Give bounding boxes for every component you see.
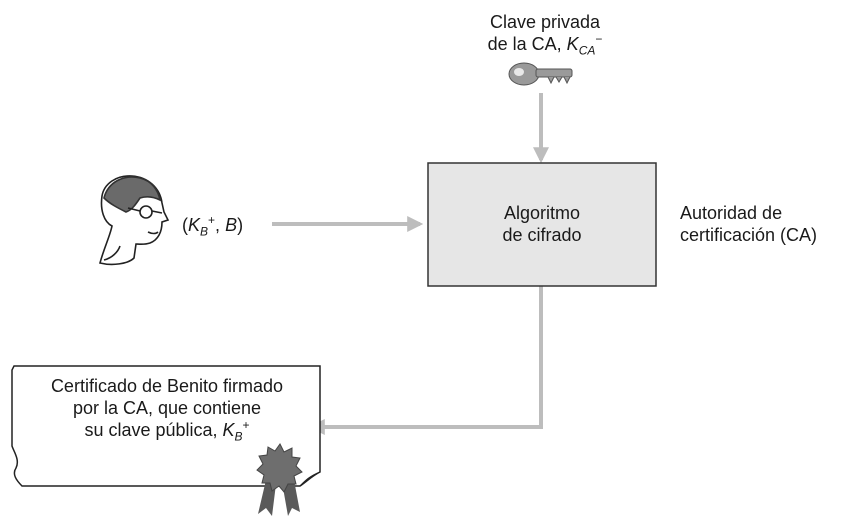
input-label: (KB+, B) [182, 213, 244, 239]
private-key-line2: de la CA, KCA− [470, 32, 620, 58]
private-key-line1: Clave privada [489, 12, 601, 32]
certificate-line3: su clave pública, KB+ [14, 418, 320, 444]
input-superscript: + [208, 213, 216, 227]
private-key-label: Clave privada de la CA, KCA− [470, 11, 620, 58]
certificate-subscript: B [234, 429, 243, 444]
certificate-label: Certificado de Benito firmado por la CA,… [14, 375, 320, 444]
authority-label: Autoridad de certificación (CA) [680, 202, 840, 246]
input-subscript: B [200, 224, 209, 239]
key-icon [508, 62, 573, 86]
box-to-certificate-arrow [308, 286, 543, 435]
certificate-line1: Certificado de Benito firmado [50, 376, 284, 396]
input-symbol: K [188, 215, 201, 235]
algorithm-box [427, 162, 657, 287]
private-key-superscript: − [595, 32, 603, 46]
input-b: B [225, 215, 238, 235]
private-key-prefix: de la CA, [487, 34, 567, 54]
certificate-prefix: su clave pública, [84, 420, 223, 440]
algorithm-line1: Algoritmo [503, 203, 581, 223]
input-open-paren: ( [182, 215, 188, 235]
person-icon [99, 175, 170, 266]
algorithm-line2: de cifrado [502, 225, 582, 245]
certificate-superscript: + [242, 418, 250, 432]
authority-line1: Autoridad de [680, 203, 783, 223]
certificate-line2: por la CA, que contiene [72, 398, 262, 418]
algorithm-label: Algoritmo de cifrado [428, 202, 656, 246]
input-separator: , [215, 215, 226, 235]
input-close-paren: ) [237, 215, 244, 235]
private-key-symbol: K [566, 34, 579, 54]
authority-line2: certificación (CA) [680, 225, 818, 245]
private-key-subscript: CA [578, 43, 596, 58]
seal-icon [256, 443, 303, 516]
certificate-scroll [11, 365, 321, 487]
certificate-symbol: K [222, 420, 235, 440]
